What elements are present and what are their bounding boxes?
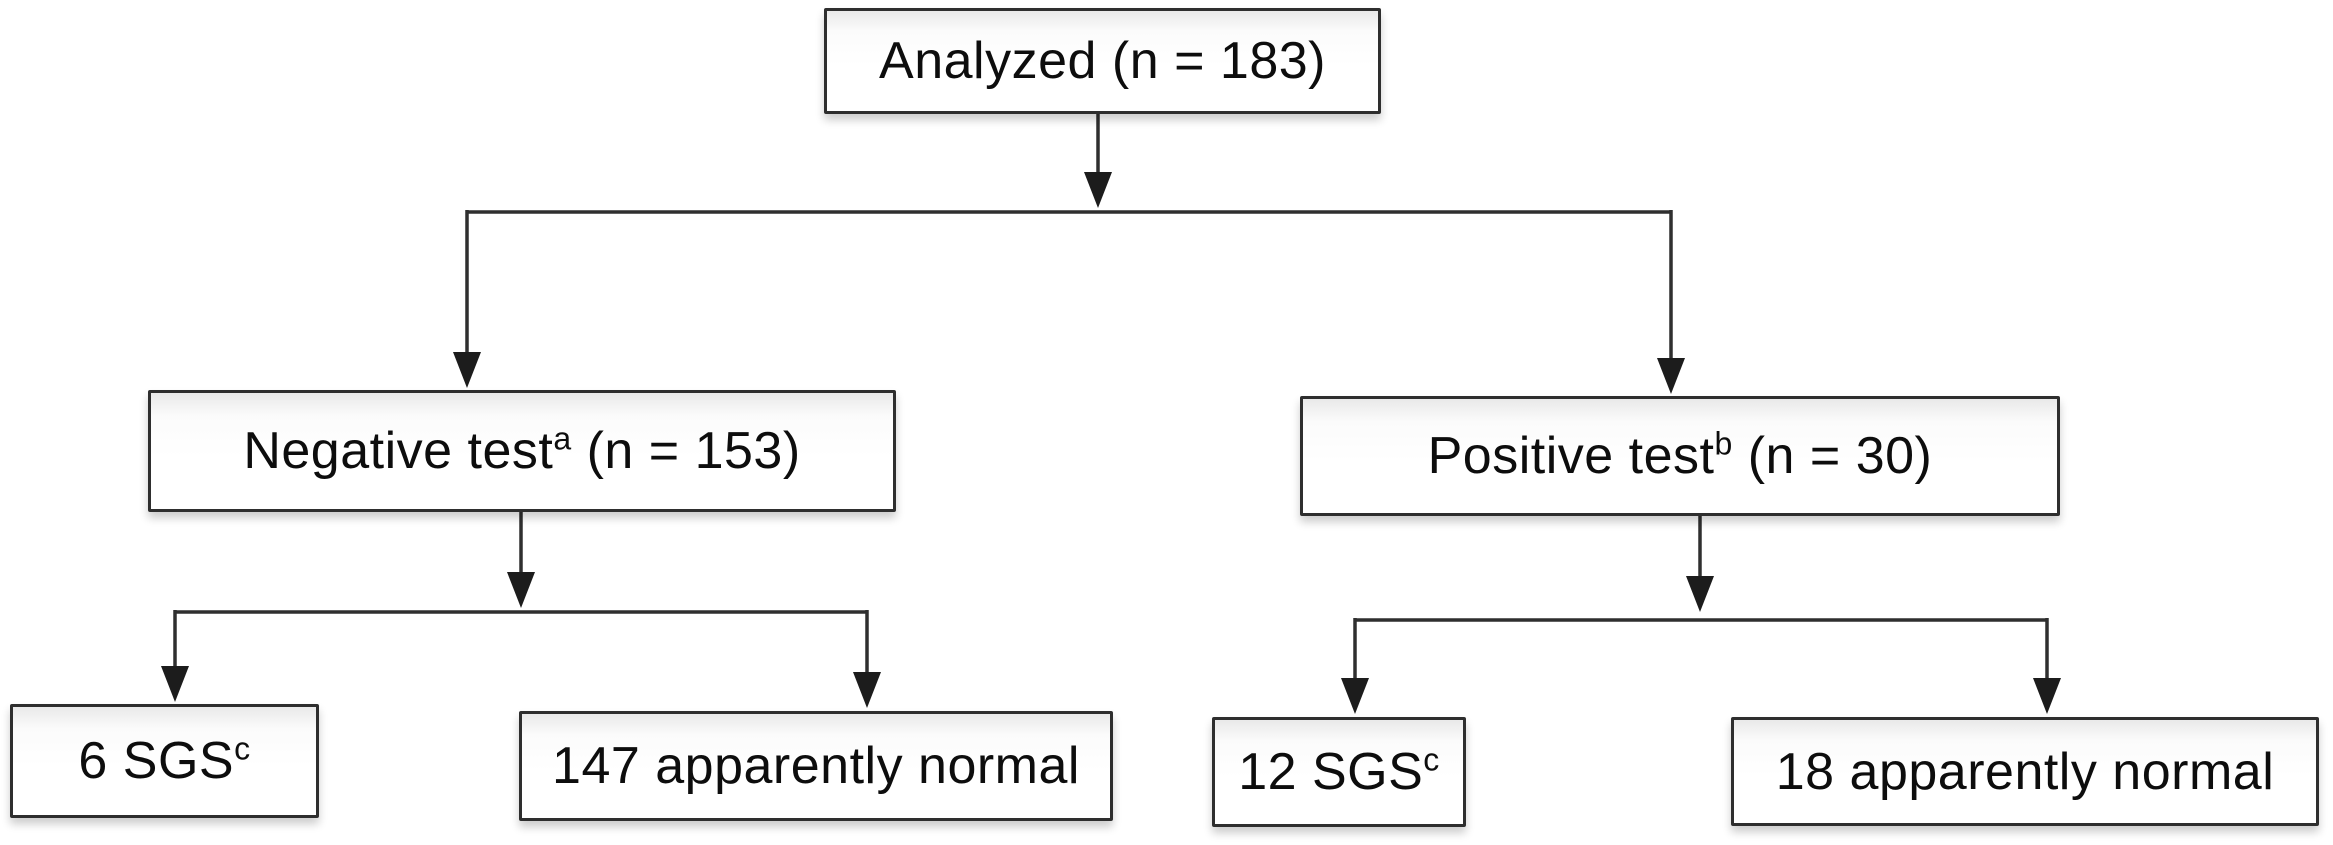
node-negative-test: Negative testa (n = 153)	[148, 390, 896, 512]
node-sgs-positive-text: 12 SGS	[1238, 743, 1424, 801]
node-positive-test-superscript: b	[1714, 425, 1733, 462]
node-normal-positive-label: 18 apparently normal	[1776, 742, 2275, 802]
edge-split-to-sgs-positive	[1341, 618, 1369, 714]
edge-split-to-normal-negative	[853, 610, 881, 708]
node-sgs-negative-label: 6 SGSc	[78, 731, 250, 791]
node-analyzed-label: Analyzed (n = 183)	[879, 31, 1326, 91]
node-sgs-positive-superscript: c	[1423, 741, 1440, 778]
node-positive-test-suffix: (n = 30)	[1732, 427, 1933, 485]
node-sgs-positive-label: 12 SGSc	[1238, 742, 1440, 802]
edge-analyzed-to-split	[467, 114, 1671, 214]
node-analyzed: Analyzed (n = 183)	[824, 8, 1381, 114]
node-positive-test-label: Positive testb (n = 30)	[1428, 426, 1933, 486]
node-negative-test-label: Negative testa (n = 153)	[243, 421, 800, 481]
node-positive-test: Positive testb (n = 30)	[1300, 396, 2060, 516]
node-normal-positive-text: 18 apparently normal	[1775, 742, 2275, 801]
node-negative-test-superscript: a	[553, 420, 572, 457]
node-normal-positive: 18 apparently normal	[1731, 717, 2319, 826]
node-normal-negative: 147 apparently normal	[519, 711, 1113, 821]
edge-split-to-sgs-negative	[161, 610, 189, 702]
node-sgs-negative-superscript: c	[234, 730, 251, 767]
node-sgs-negative-text: 6 SGS	[78, 732, 235, 790]
node-positive-test-text: Positive test	[1427, 427, 1715, 485]
edge-split-to-normal-positive	[2033, 618, 2061, 714]
edge-split-to-negative-test	[453, 210, 481, 388]
node-analyzed-text: Analyzed (n = 183)	[879, 32, 1326, 90]
node-sgs-negative: 6 SGSc	[10, 704, 319, 818]
edge-positive-to-split	[1355, 516, 2047, 622]
node-negative-test-text: Negative test	[243, 422, 554, 480]
node-normal-negative-label: 147 apparently normal	[552, 736, 1080, 796]
edge-negative-to-split	[175, 512, 867, 614]
node-normal-negative-text: 147 apparently normal	[552, 737, 1080, 795]
node-negative-test-suffix: (n = 153)	[571, 422, 801, 480]
node-sgs-positive: 12 SGSc	[1212, 717, 1466, 827]
edge-split-to-positive-test	[1657, 210, 1685, 394]
